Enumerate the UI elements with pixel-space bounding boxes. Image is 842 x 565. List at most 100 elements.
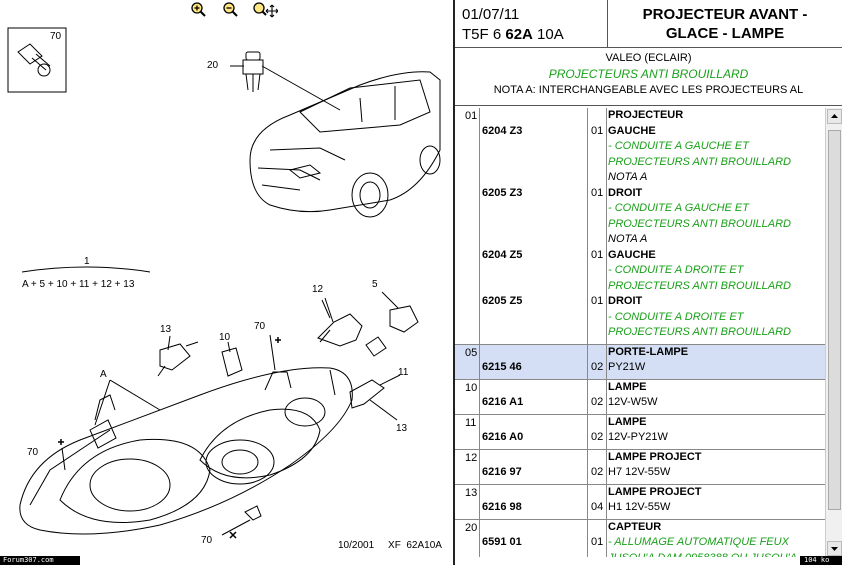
vertical-scrollbar[interactable] — [825, 108, 842, 557]
part-description: LAMPE — [608, 380, 647, 393]
part-description: H1 12V-55W — [608, 501, 671, 513]
cell-divider — [480, 519, 588, 557]
cell-divider — [480, 449, 588, 484]
scroll-down-button[interactable] — [827, 541, 842, 556]
part-quantity: 01 — [591, 124, 604, 137]
cell-divider — [588, 519, 607, 557]
row-item-number: 01 — [465, 110, 478, 122]
part-reference[interactable]: 6204 Z3 — [482, 124, 523, 137]
magnifier-plus-icon[interactable] — [190, 2, 208, 18]
part-description: - CONDUITE A DROITE ET — [608, 264, 744, 276]
label-12: 12 — [312, 284, 324, 295]
label-assembly-formula: A + 5 + 10 + 11 + 12 + 13 — [22, 279, 135, 290]
part-reference[interactable]: 6216 A1 — [482, 396, 524, 408]
parts-panel: 01/07/11 T5F 6 62A 10A PROJECTEUR AVANT … — [455, 0, 842, 565]
part-quantity: 01 — [591, 295, 604, 307]
part-description: 12V-PY21W — [608, 431, 668, 443]
bulb-12-icon — [317, 299, 363, 347]
part-description: LAMPE PROJECT — [608, 450, 702, 463]
row-item-number: 20 — [465, 521, 478, 534]
diagram-panel: 70 20 1 A + 5 + 10 + 11 + 12 + 13 12 5 1… — [0, 0, 453, 551]
label-A: A — [100, 369, 107, 380]
part-description: LAMPE — [608, 415, 647, 428]
part-reference[interactable]: 6215 46 — [482, 361, 522, 373]
cell-divider — [588, 449, 607, 484]
part-reference[interactable]: 6216 98 — [482, 501, 522, 513]
title-line-1: PROJECTEUR AVANT - — [642, 6, 808, 23]
part-description: DROIT — [608, 295, 643, 307]
watermark-right: 104 ko — [800, 556, 842, 565]
part-description: PORTE-LAMPE — [608, 345, 689, 358]
cell-divider — [480, 414, 588, 449]
cell-divider — [588, 379, 607, 414]
part-reference[interactable]: 6216 97 — [482, 466, 522, 478]
part-reference[interactable]: 6216 A0 — [482, 431, 524, 443]
diagram-toolbar — [0, 0, 453, 20]
label-assembly-1: 1 — [84, 256, 90, 267]
sensor-bulb-icon — [242, 51, 264, 92]
cell-divider — [588, 414, 607, 449]
cell-divider — [455, 379, 480, 414]
magnifier-move-icon[interactable] — [252, 2, 279, 18]
label-11: 11 — [398, 367, 409, 378]
exploded-parts-diagram — [7, 27, 441, 539]
part-reference[interactable]: 6204 Z5 — [482, 248, 523, 261]
watermark-left: Forum307.com — [0, 556, 80, 565]
parts-row[interactable]: 12 LAMPE PROJECT 6216 97 02 H7 12V-55W — [455, 449, 825, 485]
part-reference[interactable]: 6205 Z3 — [482, 186, 523, 199]
part-description: H7 12V-55W — [608, 466, 671, 478]
part-description: PROJECTEURS ANTI BROUILLARD — [608, 326, 791, 338]
car-drawing — [249, 71, 441, 218]
cell-divider — [455, 108, 480, 344]
header-separator — [607, 0, 608, 47]
parts-row[interactable]: 13 LAMPE PROJECT 6216 98 04 H1 12V-55W — [455, 484, 825, 520]
part-description: PY21W — [608, 361, 646, 373]
info-note: NOTA A: INTERCHANGEABLE AVEC LES PROJECT… — [493, 84, 804, 96]
scroll-thumb[interactable] — [828, 130, 841, 510]
bulb-10-icon — [221, 347, 243, 377]
label-70-bottom: 70 — [201, 535, 213, 546]
part-description: - CONDUITE A DROITE ET — [608, 310, 744, 323]
info-block: VALEO (ECLAIR) PROJECTEURS ANTI BROUILLA… — [455, 50, 842, 98]
page-title: PROJECTEUR AVANT - GLACE - LAMPE — [608, 5, 842, 43]
scroll-up-button[interactable] — [827, 109, 842, 124]
label-bolt-70: 70 — [50, 31, 62, 42]
cell-divider — [455, 344, 480, 379]
part-quantity: 02 — [591, 361, 604, 373]
part-quantity: 02 — [591, 466, 604, 478]
part-description: LAMPE PROJECT — [608, 485, 702, 498]
cell-divider — [588, 108, 607, 344]
cell-divider — [455, 449, 480, 484]
info-variant: PROJECTEURS ANTI BROUILLARD — [548, 67, 749, 81]
row-item-number: 12 — [465, 451, 478, 464]
part-quantity: 01 — [591, 248, 604, 261]
row-item-number: 13 — [465, 486, 478, 499]
part-quantity: 01 — [591, 536, 604, 548]
panel-divider — [453, 0, 455, 565]
label-10: 10 — [219, 332, 231, 343]
part-description: GAUCHE — [608, 248, 656, 261]
part-reference[interactable]: 6205 Z5 — [482, 295, 523, 307]
label-13-top: 13 — [160, 324, 172, 335]
cell-divider — [480, 344, 588, 379]
holder-5-icon — [365, 305, 419, 357]
label-5: 5 — [372, 279, 378, 290]
part-description: - ALLUMAGE AUTOMATIQUE FEUX — [608, 536, 789, 548]
code-suffix: 10A — [532, 26, 564, 43]
cell-divider — [588, 344, 607, 379]
part-description: GAUCHE — [608, 124, 656, 137]
part-description: JUSQU'A DAM 0958388 OU JUSQU'A — [608, 552, 797, 558]
magnifier-minus-icon[interactable] — [222, 2, 240, 18]
part-description: PROJECTEURS ANTI BROUILLARD — [608, 155, 791, 168]
part-reference[interactable]: 6591 01 — [482, 536, 522, 548]
row-item-number: 11 — [465, 416, 477, 429]
catalog-code: T5F 6 62A 10A — [462, 26, 564, 43]
part-quantity: 04 — [591, 501, 604, 513]
cell-divider — [455, 414, 480, 449]
part-quantity: 02 — [591, 396, 604, 408]
